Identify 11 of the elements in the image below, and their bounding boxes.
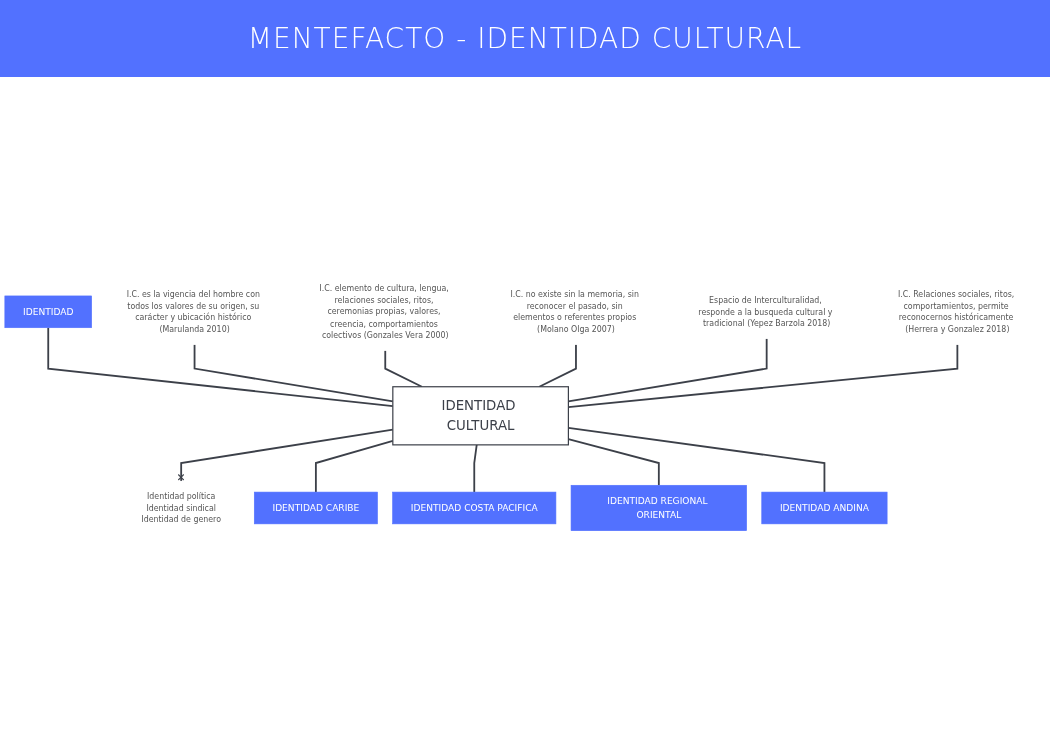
connector [538, 343, 577, 388]
connector [473, 443, 478, 493]
node-box: IDENTIDAD ANDINA [761, 491, 888, 525]
node-box: IDENTIDAD REGIONAL ORIENTAL [570, 484, 747, 531]
node-box: IDENTIDAD [4, 295, 92, 329]
connector [314, 440, 394, 493]
node-box: IDENTIDAD COSTA PACIFICA [392, 491, 557, 525]
title-banner: MENTEFACTO - IDENTIDAD CULTURAL [0, 0, 1050, 77]
connector [384, 349, 423, 388]
node-box: IDENTIDAD CULTURAL [392, 386, 569, 446]
node-box: IDENTIDAD CARIBE [254, 491, 378, 525]
